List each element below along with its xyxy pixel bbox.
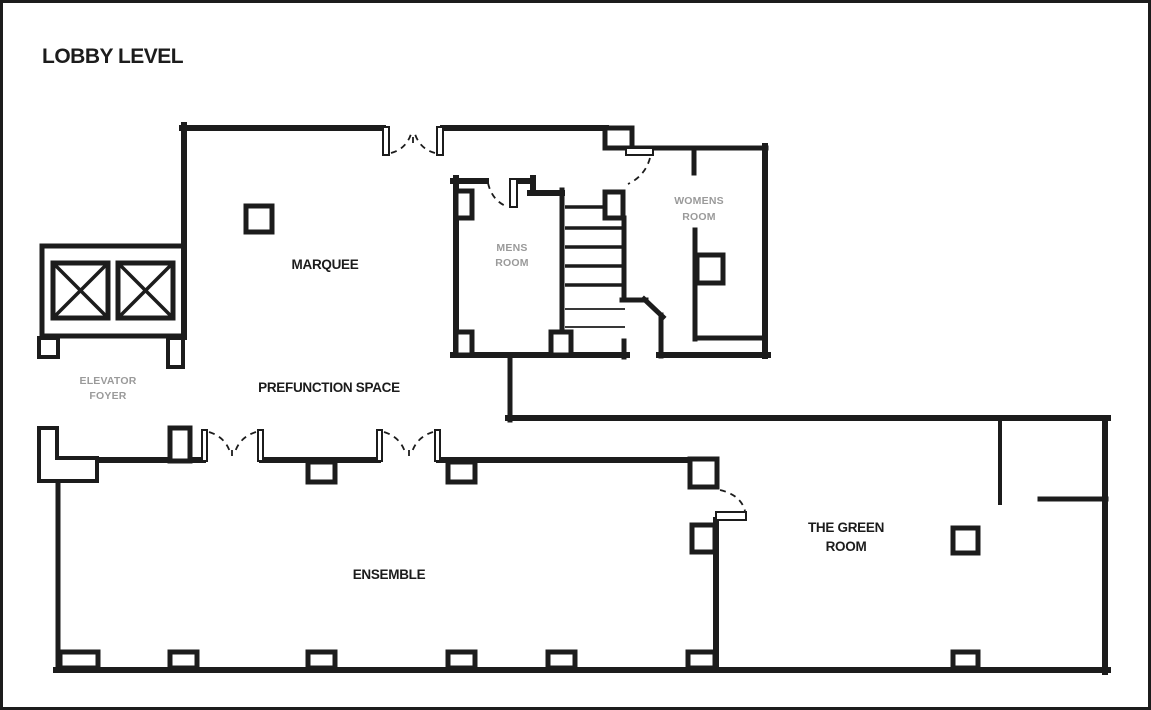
room-label-green-room-line1: THE GREEN xyxy=(808,520,884,535)
door-swings xyxy=(208,133,746,512)
column-markers xyxy=(57,125,981,671)
plan-title: LOBBY LEVEL xyxy=(42,45,184,68)
room-label-elevator-foyer-line2: FOYER xyxy=(89,390,126,402)
room-label-prefunction: PREFUNCTION SPACE xyxy=(258,380,400,395)
room-label-womens-room-line2: ROOM xyxy=(682,211,716,223)
wall-foot xyxy=(166,336,185,369)
door-leaves xyxy=(509,147,747,521)
elevator-shaft-icon xyxy=(50,260,176,321)
room-label-ensemble: ENSEMBLE xyxy=(353,567,426,582)
wall-pillar xyxy=(167,425,193,464)
room-label-marquee: MARQUEE xyxy=(292,257,359,272)
room-label-green-room-line2: ROOM xyxy=(826,539,867,554)
room-label-mens-room-line1: MENS xyxy=(496,242,527,254)
stairs xyxy=(565,205,625,328)
room-label-mens-room-line2: ROOM xyxy=(495,257,529,269)
room-label-elevator-foyer-line1: ELEVATOR xyxy=(79,375,136,387)
wall-foot xyxy=(37,336,60,359)
room-label-womens-room-line1: WOMENS xyxy=(674,195,724,207)
wall-corner-l xyxy=(37,426,99,483)
door-jambs xyxy=(201,126,444,462)
